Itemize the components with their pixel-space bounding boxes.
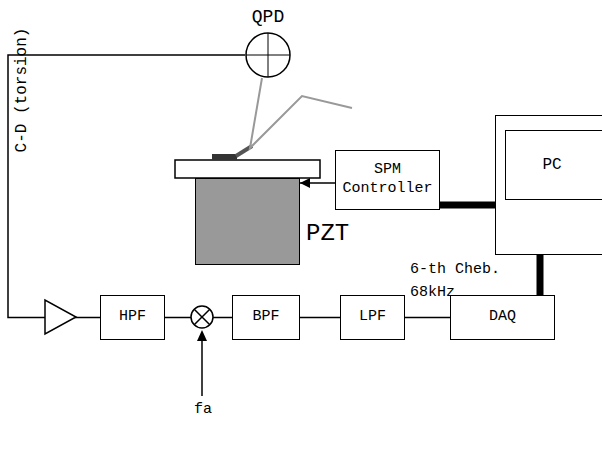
connector-line	[537, 255, 544, 295]
connector	[300, 178, 335, 188]
connector	[405, 317, 450, 318]
computer-box: PC	[495, 115, 602, 255]
photodiode: QPD	[245, 0, 291, 80]
cantilever-base	[212, 154, 237, 160]
amplifier-symbol	[45, 300, 76, 334]
signal-name: C-D (torsion)	[12, 23, 32, 157]
node-label: PC	[542, 155, 561, 175]
mixer-cross	[194, 309, 210, 325]
connector-line	[405, 317, 450, 319]
controller-box: SPM Controller	[335, 150, 440, 210]
connector-line	[300, 317, 340, 319]
daq-box: DAQ	[450, 295, 555, 340]
reference-line	[201, 338, 203, 396]
mixer-symbol	[191, 306, 213, 328]
node-label: LPF	[359, 308, 386, 327]
monitor-screen: PC	[505, 130, 602, 200]
reference-frequency: fa	[194, 398, 224, 421]
node-label: SPM Controller	[340, 161, 435, 199]
piezo-block: PZT	[195, 178, 300, 265]
node-label: BPF	[252, 308, 279, 327]
mixer-cross	[194, 309, 210, 325]
filter-box: HPF	[100, 295, 165, 340]
connector	[300, 317, 340, 318]
node-label: HPF	[119, 308, 146, 327]
connector	[540, 255, 541, 295]
node-label: QPD	[252, 6, 284, 29]
filter-note: 6-th Cheb. 68kHz	[410, 258, 510, 304]
connector	[440, 205, 495, 206]
connector-line	[440, 202, 495, 209]
laser-beam	[250, 78, 352, 148]
photodiode-circle	[246, 33, 290, 77]
filter-box: LPF	[340, 295, 405, 340]
quadrant-line	[268, 33, 269, 77]
sample-plate	[175, 160, 320, 178]
arrowhead	[197, 330, 207, 341]
node-label: PZT	[306, 219, 349, 249]
filter-box: BPF	[232, 295, 300, 340]
arrowhead	[300, 178, 310, 188]
node-label: DAQ	[489, 308, 516, 327]
